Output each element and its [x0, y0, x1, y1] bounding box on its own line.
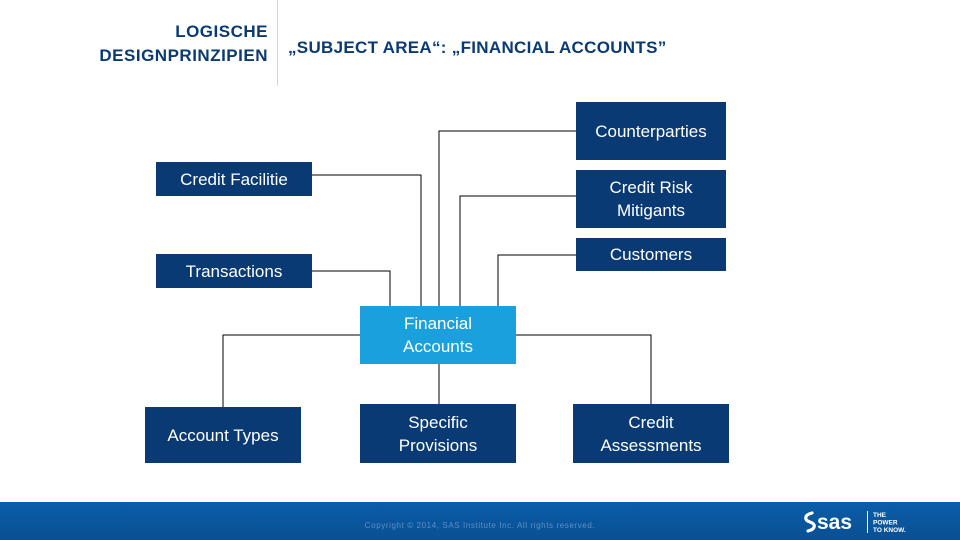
credit-risk-mitigants-label-2: Mitigants [616, 201, 686, 220]
counterparties-label: Counterparties [595, 121, 707, 141]
financial-accounts-label-1: Financial [403, 314, 473, 333]
sas-swoosh-icon [804, 511, 816, 533]
connector-credit-assessments [516, 334, 652, 404]
credit-assessments-box: Credit Assessments [573, 404, 729, 463]
account-types-box: Account Types [145, 407, 301, 463]
tagline-line3: TO KNOW. [873, 527, 906, 534]
copyright-text: Copyright © 2014, SAS Institute Inc. All… [364, 521, 596, 530]
connector-account-types [222, 334, 360, 407]
account-types-label: Account Types [167, 425, 279, 445]
financial-accounts-label-2: Accounts [403, 337, 473, 356]
transactions-label: Transactions [185, 261, 283, 281]
sas-logo-text: sas [817, 511, 852, 534]
slide-title: „SUBJECT AREA“: „FINANCIAL ACCOUNTS” [288, 38, 667, 57]
customers-label: Customers [609, 245, 693, 264]
connector-customers [497, 254, 576, 306]
credit-risk-mitigants-box: Credit Risk Mitigants [576, 170, 726, 228]
tagline-line1: THE [873, 512, 887, 519]
financial-accounts-box: Financial Accounts [360, 306, 516, 364]
connector-transactions [312, 270, 391, 306]
footer-bar [0, 502, 960, 540]
connector-counterparties [438, 130, 576, 306]
connector-credit-facilitie [312, 174, 422, 306]
credit-assessments-label-1: Credit [628, 412, 674, 432]
counterparties-box: Counterparties [576, 102, 726, 160]
title-divider [277, 0, 278, 86]
specific-provisions-label-1: Specific [408, 412, 468, 432]
credit-risk-mitigants-label-1: Credit Risk [609, 178, 693, 197]
customers-box: Customers [576, 238, 726, 271]
credit-facilitie-label: Credit Facilitie [180, 169, 288, 189]
section-title-line2: DESIGNPRINZIPIEN [99, 46, 268, 65]
connector-credit-risk-mitigants [459, 195, 576, 306]
section-title-line1: LOGISCHE [175, 22, 268, 41]
section-title: LOGISCHE DESIGNPRINZIPIEN [10, 20, 268, 68]
specific-provisions-box: Specific Provisions [360, 404, 516, 463]
logo-divider [867, 511, 868, 533]
credit-assessments-label-2: Assessments [600, 435, 702, 455]
credit-facilitie-box: Credit Facilitie [156, 162, 312, 196]
specific-provisions-label-2: Provisions [398, 435, 478, 455]
tagline-line2: POWER [873, 520, 898, 527]
sas-logo: sas THE POWER TO KNOW. [804, 511, 906, 534]
transactions-box: Transactions [156, 254, 312, 288]
connector-lines [222, 130, 652, 407]
